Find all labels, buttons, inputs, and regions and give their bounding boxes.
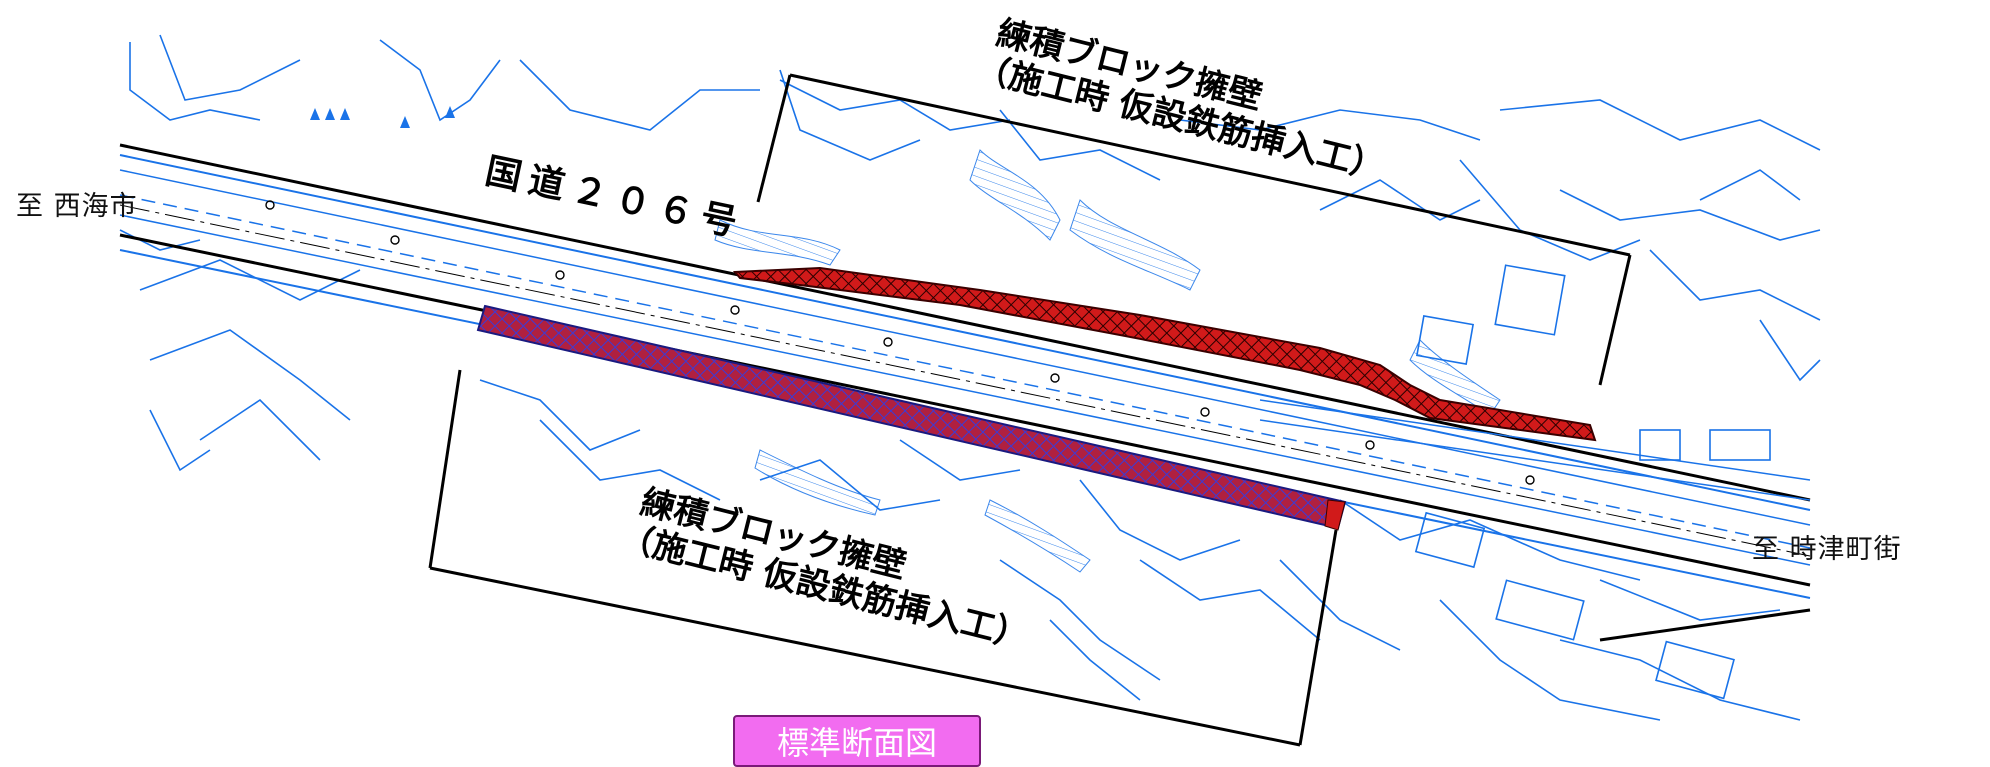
retaining-wall-end-lower [1324, 499, 1346, 531]
standard-section-button[interactable]: 標準断面図 [733, 715, 981, 767]
retaining-wall-strip-upper [732, 266, 1597, 442]
destination-east-label: 至 時津町街 [1752, 534, 1902, 565]
destination-west-label: 至 西海市 [16, 191, 138, 222]
road-plan-map [119, 34, 1821, 747]
tree-symbols [310, 106, 455, 128]
callout-bracket-lower [428, 369, 1338, 747]
callout-bracket-upper [756, 73, 1632, 386]
road-corridor [119, 143, 1811, 642]
slope-areas [714, 149, 1501, 573]
parcel-lines [119, 34, 1821, 721]
station-marks [265, 200, 1535, 485]
